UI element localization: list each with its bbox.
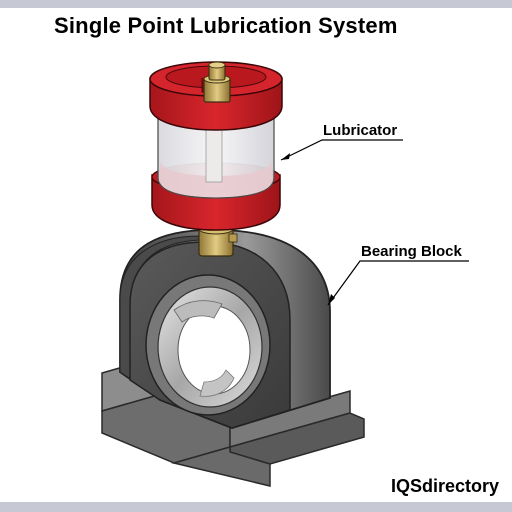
top-brass-plug <box>203 61 231 103</box>
bottom-border-bar <box>0 502 512 512</box>
label-bearing-block: Bearing Block <box>361 243 462 260</box>
leader-line-lubricator <box>280 139 403 161</box>
top-border-bar <box>0 0 512 8</box>
bearing-housing <box>119 228 331 429</box>
brand-watermark: IQSdirectory <box>391 476 500 496</box>
label-lubricator: Lubricator <box>323 122 398 139</box>
diagram-title: Single Point Lubrication System <box>54 13 398 38</box>
leader-line-bearing-block <box>327 260 469 306</box>
